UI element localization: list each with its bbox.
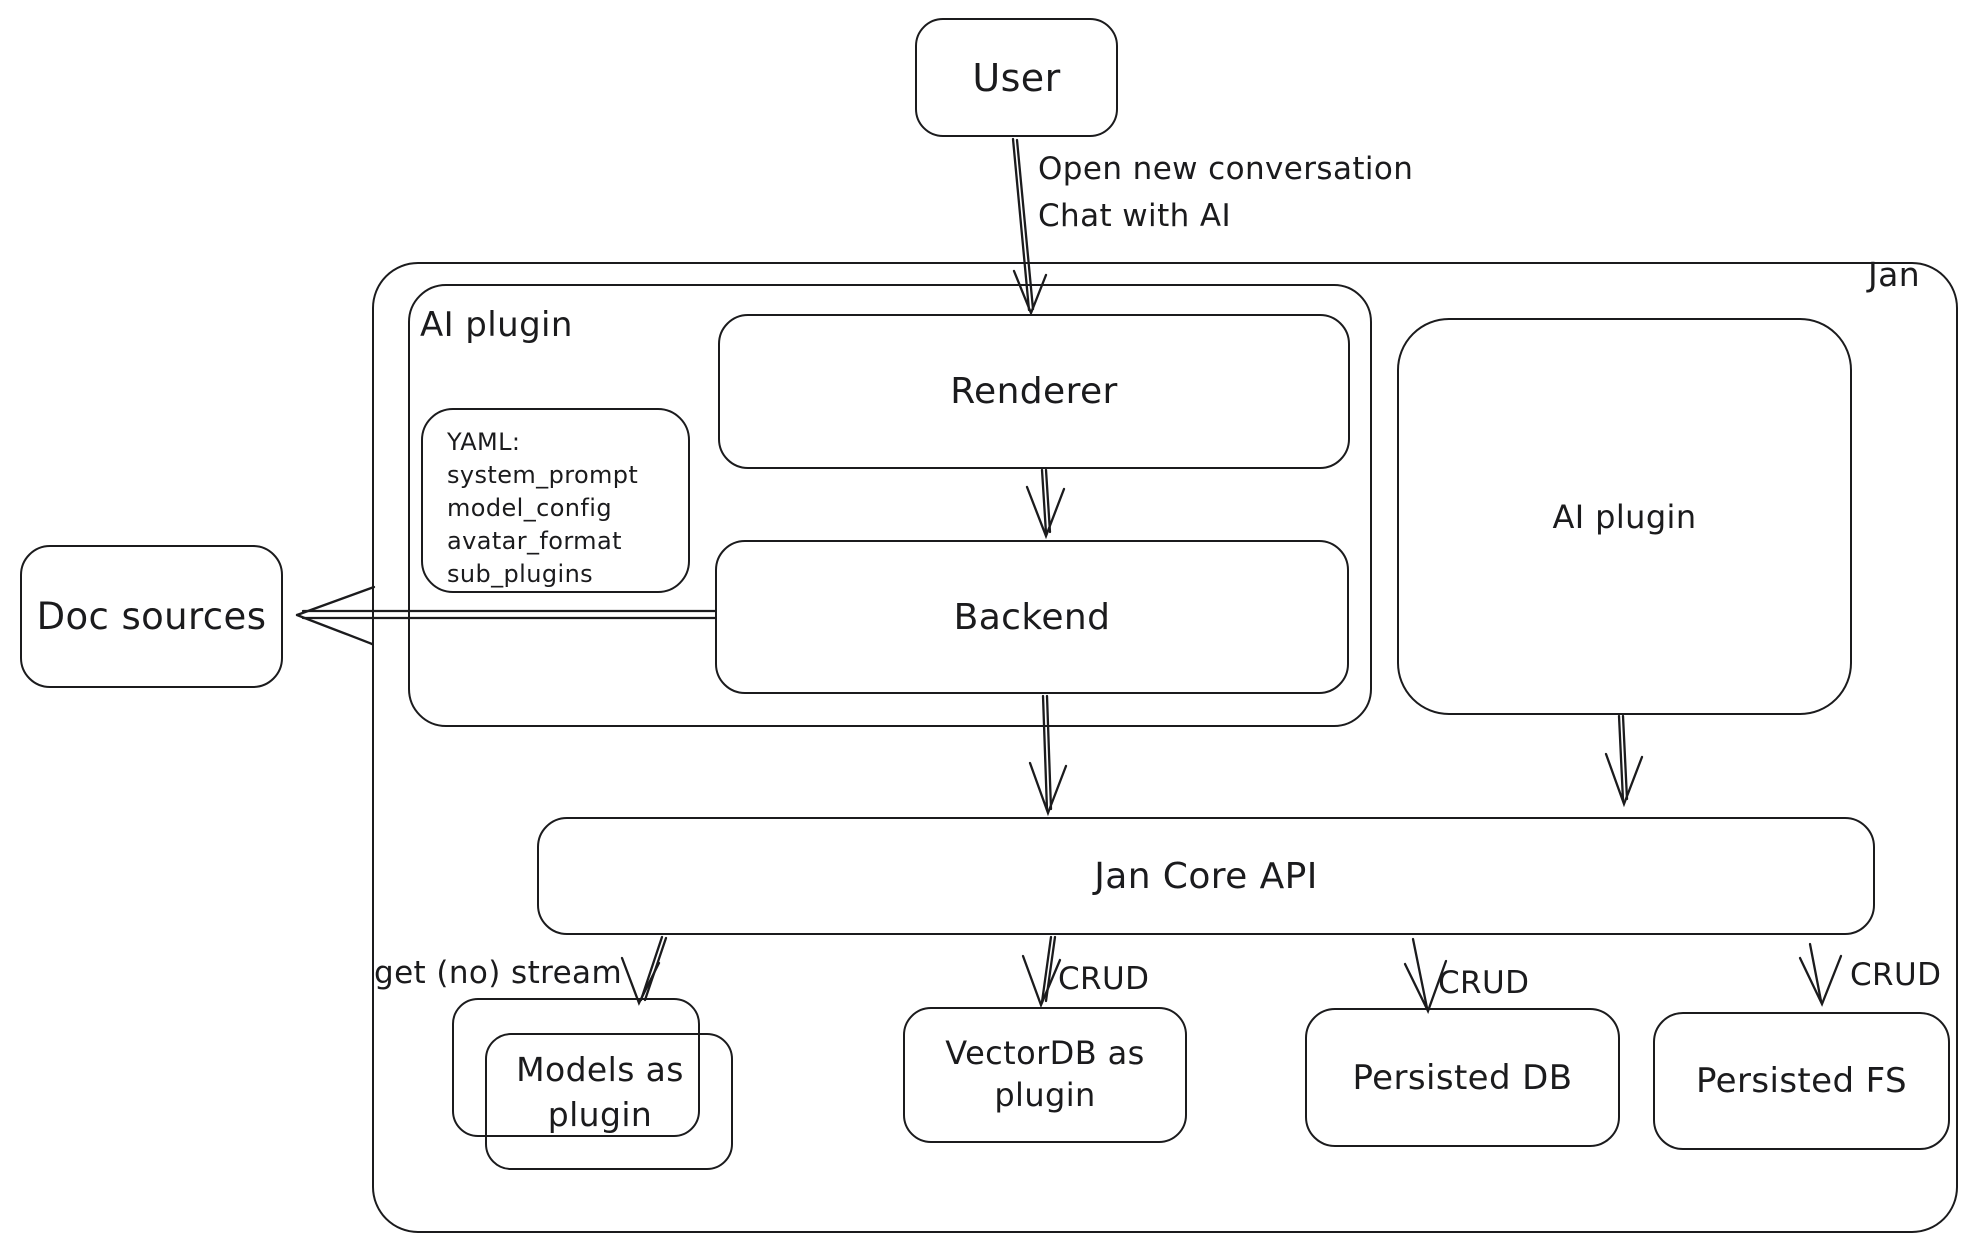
jan-container-label: Jan bbox=[1868, 255, 1921, 294]
user-flow-edge-label: Open new conversation Chat with AI bbox=[1038, 151, 1414, 234]
yaml-note: YAML: system_prompt model_config avatar_… bbox=[421, 408, 690, 593]
vectordb-plugin-label: VectorDB as plugin bbox=[945, 1034, 1145, 1114]
renderer-label: Renderer bbox=[950, 371, 1118, 412]
ai-plugin-right-node: AI plugin bbox=[1397, 318, 1852, 715]
crud-persisted-db-edge-label: CRUD bbox=[1438, 965, 1530, 1001]
models-plugin-front-box bbox=[485, 1033, 733, 1170]
jan-core-api-node: Jan Core API bbox=[537, 817, 1875, 935]
persisted-db-node: Persisted DB bbox=[1305, 1008, 1620, 1147]
renderer-node: Renderer bbox=[718, 314, 1350, 469]
persisted-fs-node: Persisted FS bbox=[1653, 1012, 1950, 1150]
backend-label: Backend bbox=[953, 596, 1111, 638]
user-label: User bbox=[972, 55, 1061, 100]
persisted-db-label: Persisted DB bbox=[1352, 1057, 1573, 1098]
user-node: User bbox=[915, 18, 1118, 137]
jan-core-api-label: Jan Core API bbox=[1094, 855, 1318, 897]
yaml-note-text: YAML: system_prompt model_config avatar_… bbox=[447, 428, 639, 588]
get-no-stream-edge-label: get (no) stream bbox=[374, 955, 623, 991]
vectordb-plugin-node: VectorDB as plugin bbox=[903, 1007, 1187, 1143]
models-plugin-label: Models as plugin bbox=[516, 1050, 684, 1134]
doc-sources-node: Doc sources bbox=[20, 545, 283, 688]
persisted-fs-label: Persisted FS bbox=[1695, 1061, 1908, 1101]
ai-plugin-left-container bbox=[408, 284, 1372, 727]
backend-node: Backend bbox=[715, 540, 1349, 694]
jan-container bbox=[372, 262, 1958, 1233]
models-plugin-back-box bbox=[452, 998, 700, 1137]
ai-plugin-left-label: AI plugin bbox=[420, 305, 573, 345]
crud-vectordb-edge-label: CRUD bbox=[1058, 961, 1150, 997]
crud-persisted-fs-edge-label: CRUD bbox=[1850, 957, 1942, 993]
doc-sources-label: Doc sources bbox=[36, 595, 267, 638]
ai-plugin-right-label: AI plugin bbox=[1552, 497, 1697, 536]
